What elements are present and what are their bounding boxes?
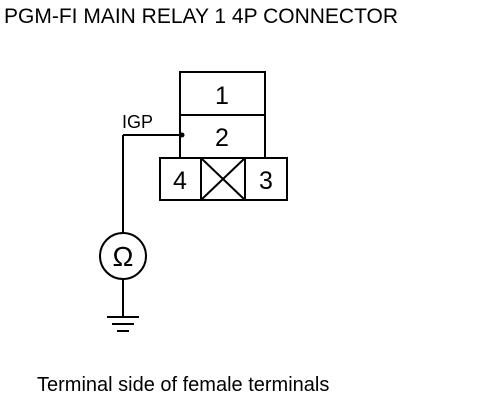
diagram-title: PGM-FI MAIN RELAY 1 4P CONNECTOR: [4, 5, 399, 28]
terminal-3-label: 3: [259, 167, 273, 195]
probe-contact-dot: [179, 132, 185, 138]
probe-wire: [122, 134, 184, 316]
ohm-symbol: Ω: [113, 241, 134, 272]
igp-wire-label: IGP: [122, 112, 153, 132]
terminal-1-label: 1: [215, 82, 229, 110]
ohmmeter-icon: [99, 232, 147, 280]
terminal-4-label: 4: [173, 167, 187, 195]
connector-lower-row: [159, 157, 288, 201]
ground-icon: [107, 316, 139, 332]
unused-cavity-x-icon: [200, 157, 246, 201]
terminal-2-label: 2: [215, 124, 229, 152]
diagram-caption: Terminal side of female terminals: [37, 374, 330, 396]
